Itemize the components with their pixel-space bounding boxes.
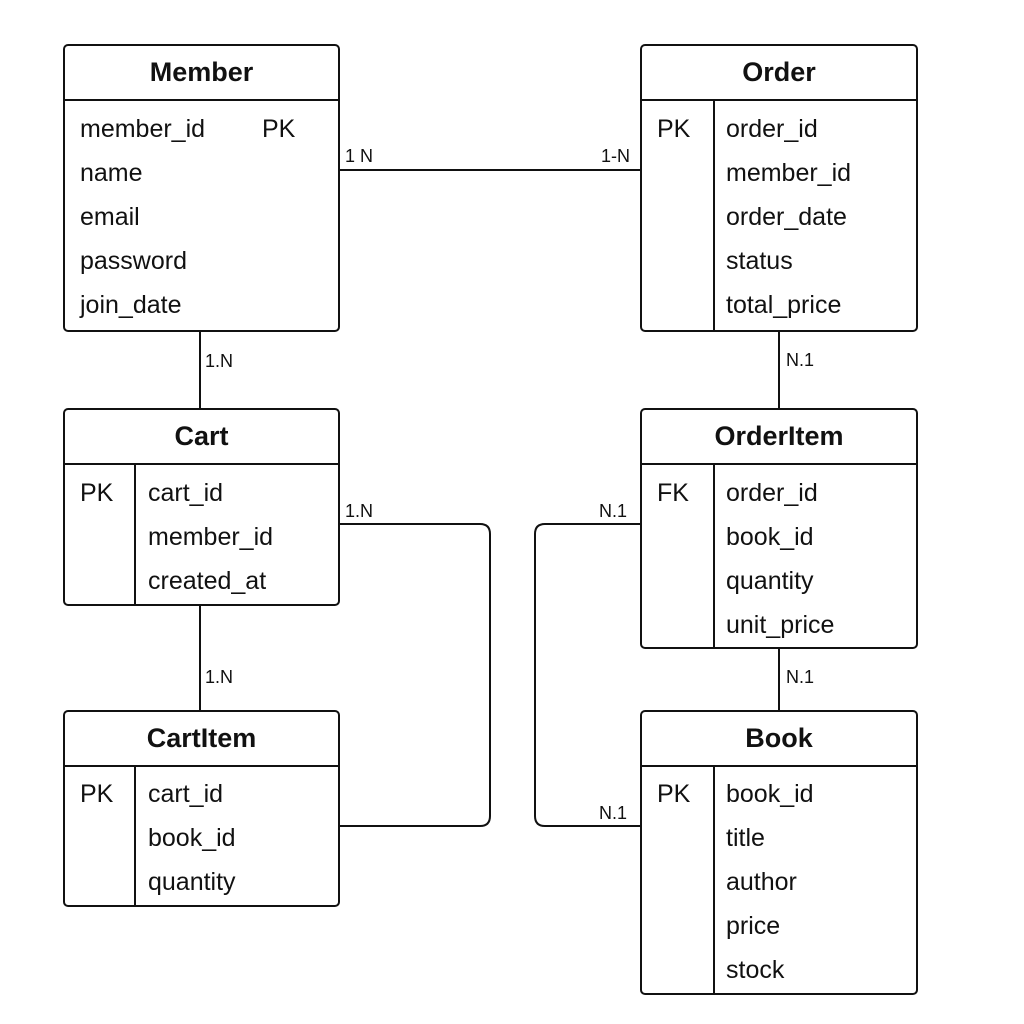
member-field-row: join_date (65, 283, 338, 327)
book-field-row: price (642, 904, 916, 948)
order-key-divider (713, 101, 715, 330)
cartitem-field-name: cart_id (148, 780, 224, 808)
orderitem-field-key: FK (657, 479, 689, 507)
member-field-key: PK (262, 115, 296, 143)
book-field-row: title (642, 816, 916, 860)
book-field-name: price (726, 912, 781, 940)
order-orderitem-cardinality: N.1 (786, 350, 815, 370)
order-field-row: total_price (642, 283, 916, 327)
order-field-row: PK order_id (642, 107, 916, 151)
cart-cartitem-loop-connector (340, 523, 491, 827)
member-field-row: name (65, 151, 338, 195)
book-field-row: PK book_id (642, 772, 916, 816)
cart-field-key: PK (80, 479, 114, 507)
book-entity-title: Book (642, 712, 916, 767)
order-field-row: status (642, 239, 916, 283)
member-field-row: password (65, 239, 338, 283)
member-field-name: password (80, 247, 187, 275)
order-entity-title: Order (642, 46, 916, 101)
member-field-row: email (65, 195, 338, 239)
cart-field-row: created_at (65, 559, 338, 603)
book-field-name: book_id (726, 780, 814, 808)
orderitem-field-row: quantity (642, 559, 916, 603)
cartitem-field-key: PK (80, 780, 114, 808)
order-field-name: order_date (726, 203, 847, 231)
cartitem-entity-title: CartItem (65, 712, 338, 767)
member-order-left-cardinality: 1 N (345, 146, 374, 166)
cartitem-field-name: quantity (148, 868, 236, 896)
order-field-name: status (726, 247, 793, 275)
book-loop-cardinality: N.1 (599, 803, 628, 823)
member-field-name: member_id (80, 115, 206, 143)
orderitem-field-name: order_id (726, 479, 818, 507)
cart-entity[interactable]: Cart PK cart_id member_id created_at (63, 408, 340, 606)
orderitem-book-cardinality: N.1 (786, 667, 815, 687)
order-field-name: member_id (726, 159, 852, 187)
order-field-key: PK (657, 115, 691, 143)
order-field-name: order_id (726, 115, 818, 143)
orderitem-entity[interactable]: OrderItem FK order_id book_id quantity u… (640, 408, 918, 649)
cart-field-row: PK cart_id (65, 471, 338, 515)
orderitem-entity-title: OrderItem (642, 410, 916, 465)
cart-field-name: cart_id (148, 479, 224, 507)
cartitem-field-name: book_id (148, 824, 236, 852)
orderitem-key-divider (713, 465, 715, 647)
member-entity[interactable]: Member member_id PK name email password … (63, 44, 340, 332)
order-field-row: order_date (642, 195, 916, 239)
member-field-row: member_id PK (65, 107, 338, 151)
cartitem-entity[interactable]: CartItem PK cart_id book_id quantity (63, 710, 340, 907)
book-field-name: title (726, 824, 765, 852)
orderitem-field-name: book_id (726, 523, 814, 551)
book-entity[interactable]: Book PK book_id title author price stock (640, 710, 918, 995)
book-field-key: PK (657, 780, 691, 808)
member-order-right-cardinality: 1-N (601, 146, 631, 166)
orderitem-loop-cardinality: N.1 (599, 501, 628, 521)
orderitem-field-row: unit_price (642, 603, 916, 647)
book-field-name: stock (726, 956, 785, 984)
cartitem-field-row: quantity (65, 860, 338, 904)
cart-loop-cardinality: 1.N (345, 501, 374, 521)
cartitem-field-row: PK cart_id (65, 772, 338, 816)
cart-cartitem-cardinality: 1.N (205, 667, 234, 687)
member-field-name: join_date (80, 291, 182, 319)
cart-field-row: member_id (65, 515, 338, 559)
order-field-row: member_id (642, 151, 916, 195)
cart-field-name: member_id (148, 523, 274, 551)
orderitem-field-name: quantity (726, 567, 814, 595)
cartitem-field-row: book_id (65, 816, 338, 860)
orderitem-field-row: book_id (642, 515, 916, 559)
member-field-name: email (80, 203, 140, 231)
member-field-name: name (80, 159, 143, 187)
book-field-row: stock (642, 948, 916, 992)
cart-key-divider (134, 465, 136, 604)
cartitem-key-divider (134, 767, 136, 905)
book-field-row: author (642, 860, 916, 904)
member-cart-cardinality: 1.N (205, 351, 234, 371)
book-key-divider (713, 767, 715, 993)
orderitem-field-name: unit_price (726, 611, 835, 639)
order-entity[interactable]: Order PK order_id member_id order_date s… (640, 44, 918, 332)
orderitem-book-loop-connector (534, 523, 640, 827)
book-field-name: author (726, 868, 797, 896)
cart-field-name: created_at (148, 567, 267, 595)
orderitem-field-row: FK order_id (642, 471, 916, 515)
member-entity-title: Member (65, 46, 338, 101)
cart-entity-title: Cart (65, 410, 338, 465)
order-field-name: total_price (726, 291, 842, 319)
